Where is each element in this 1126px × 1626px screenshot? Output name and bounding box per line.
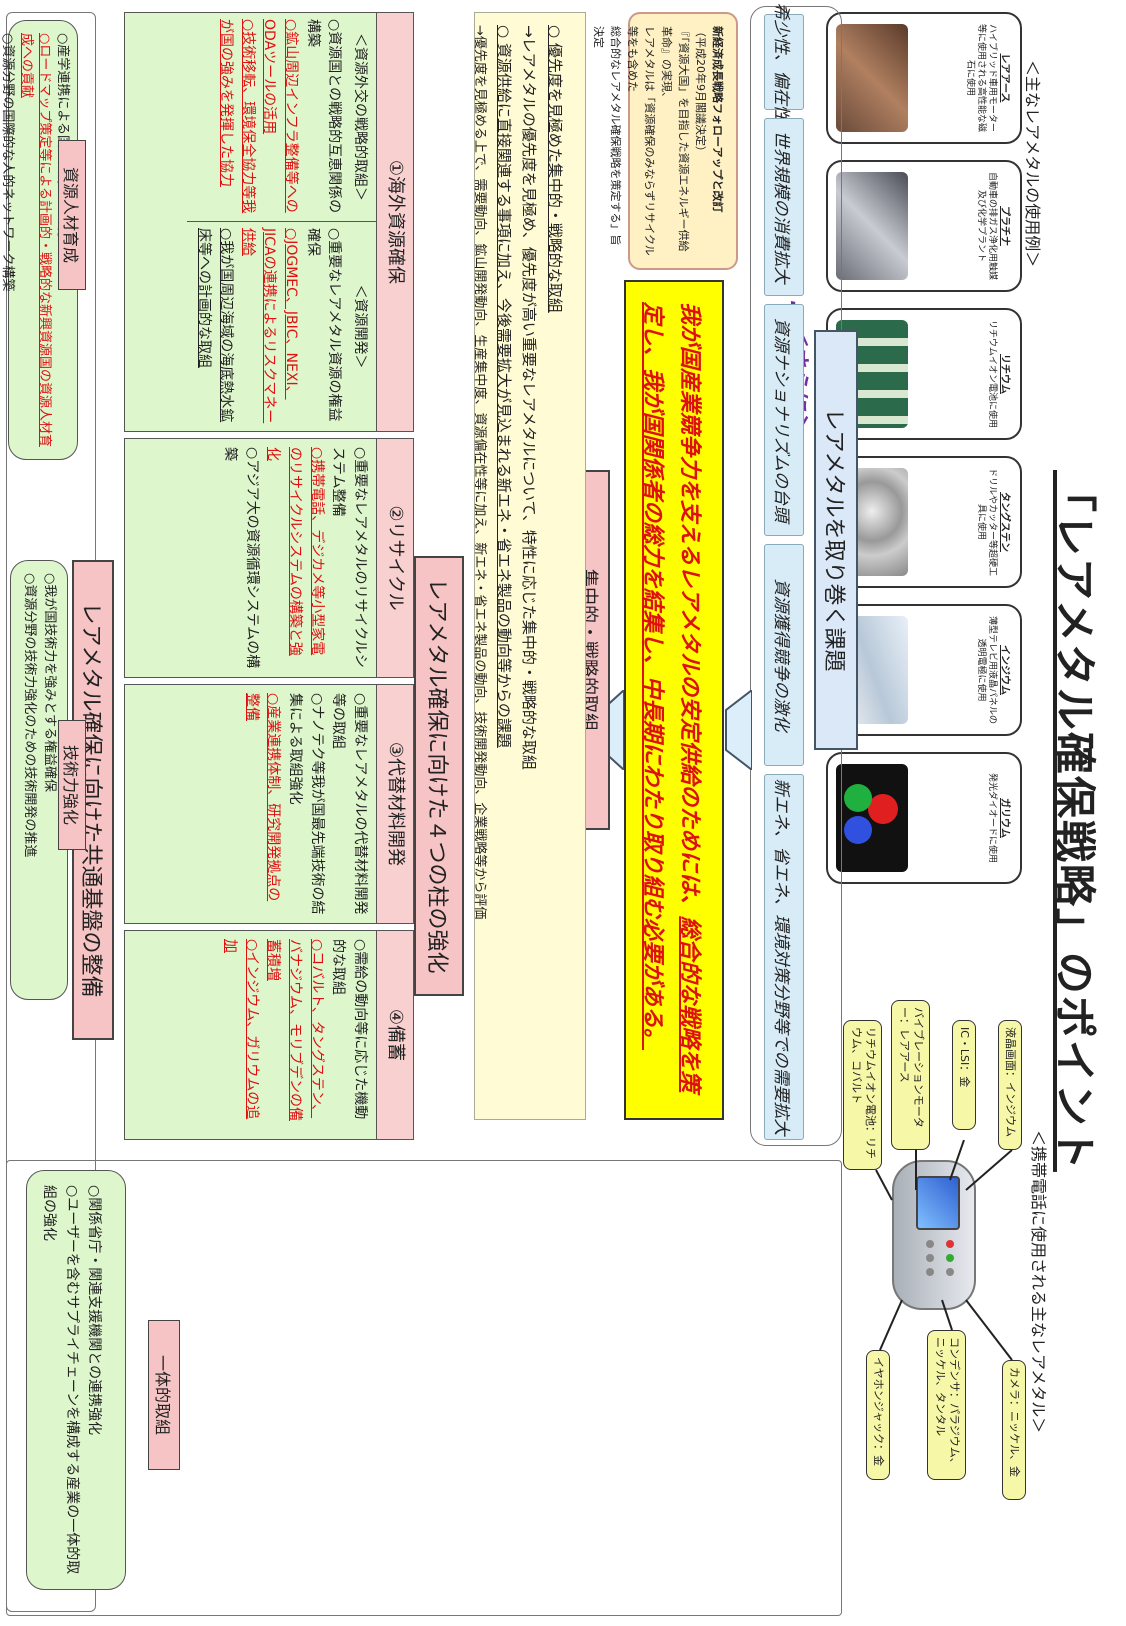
pillar-substitute: ③代替材料開発 ○重要なレアメタルの代替材料開発等の取組 ○ナノテク等我が国最先…: [124, 684, 414, 924]
pillar-item: ○重要なレアメタルのリサイクルシステム整備: [327, 447, 370, 669]
focus-line: ○ 優先度を見極めた集中的・戦略的な取組: [542, 25, 568, 1107]
challenge-pill: 資源ナショナリズムの台頭: [764, 304, 804, 536]
unified-frame: [6, 1160, 842, 1616]
pillar-title: ②リサイクル: [376, 439, 413, 677]
unified-box: ○関係省庁・関連支援機関との連携強化 ○ユーザーを含むサプライチェーンを構成する…: [26, 1170, 126, 1590]
policy-statement-box: 我が国産業競争力を支えるレアメタルの安定供給のためには、総合的な戦略を策定し、我…: [624, 280, 724, 1120]
metal-name: ガリウム: [999, 754, 1014, 882]
pillar-recycle: ②リサイクル ○重要なレアメタルのリサイクルシステム整備 ○携帯電話、デジカメ等…: [124, 438, 414, 678]
unified-item: ○ユーザーを含むサプライチェーンを構成する産業の一体的取組の強化: [38, 1185, 83, 1575]
hr-item: ○資源分野の国際的な人的ネットワーク構築: [0, 33, 16, 447]
growth-line: レアメタルは「資源確保のみならずリサイクル等をも含めた: [624, 26, 658, 256]
phone-tag: カメラ：ニッケル、金: [1002, 1360, 1026, 1500]
phone-tag: バイブレーションモーター：レアアース: [891, 1000, 930, 1150]
down-arrow: [722, 690, 752, 770]
policy-text: 我が国産業競争力を支えるレアメタルの安定供給のためには、: [677, 302, 702, 916]
challenge-pill: 世界規模の消費拡大: [764, 118, 804, 296]
pillar-col: ＜資源外交の戦略的取組＞ ○資源国との戦略的互恵関係の構築 ○鉱山周辺インフラ整…: [187, 13, 377, 222]
pillar-title: ④備蓄: [376, 931, 413, 1139]
phone-tag: IC・LSI：金: [952, 1020, 976, 1130]
challenge-pill: 資源獲得競争の激化: [764, 544, 804, 766]
growth-line: 総合的なレアメタル確保戦略を策定する」旨決定: [590, 26, 624, 256]
phone-tag: 液晶画面：インジウム: [998, 1020, 1022, 1150]
metal-name: タングステン: [999, 458, 1014, 586]
phone-caption: ＜携帯電話に使用される主なレアメタル＞: [1028, 1130, 1052, 1433]
hr-header: 資源人材育成: [58, 140, 86, 290]
growth-strategy-box: 新経済成長戦略フォローアップと改訂 （平成20年9月閣議決定） 『「資源大国」を…: [628, 12, 738, 270]
focus-line: ○ 資源供給に直接関連する事項に加え、今後需要拡大が見込まれる新エネ・省エネ製品…: [491, 25, 517, 1107]
pillar-item: ○需給の動向等に応じた機動的な取組: [327, 939, 370, 1131]
tech-item: ○我が国技術力を強みとする権益確保: [40, 573, 60, 987]
pillar-item: ○産業連携体制、研究開発拠点の整備: [240, 693, 283, 915]
growth-line: 新経済成長戦略フォローアップと改訂: [709, 26, 726, 256]
pillar-item: ○ナノテク等我が国最先端技術の結集による取組強化: [283, 693, 326, 915]
unified-header: 一体的取組: [148, 1320, 180, 1470]
challenges-header: レアメタルを取り巻く課題: [814, 330, 858, 750]
metal-desc: 自動車の排ガス浄化用触媒及び化学プラント: [973, 162, 999, 290]
examples-caption: ＜主なレアメタルの使用例＞: [1022, 60, 1046, 267]
metal-desc: 薄型テレビ用液晶パネルの透明電極に使用: [973, 606, 999, 734]
pillar-col: ＜資源開発＞ ○重要なレアメタル資源の権益確保 ○JOGMEC、JBIC、NEX…: [187, 222, 377, 431]
pillar-item: ○携帯電話、デジカメ等小型家電のリサイクルシステムの構築と強化: [262, 447, 327, 669]
pillar-col-title: ＜資源開発＞: [348, 228, 370, 425]
pillar-stockpile: ④備蓄 ○需給の動向等に応じた機動的な取組 ○コバルト、タングステン、バナジウム…: [124, 930, 414, 1140]
metal-tile: プラチナ 自動車の排ガス浄化用触媒及び化学プラント: [826, 160, 1022, 292]
unified-item: ○関係省庁・関連支援機関との連携強化: [83, 1185, 105, 1575]
pillar-item: ○資源国との戦略的互恵関係の構築: [301, 19, 344, 215]
metal-desc: 発光ダイオードに使用: [984, 754, 999, 882]
pillar-item: ○重要なレアメタルの代替材料開発等の取組: [327, 693, 370, 915]
challenge-pill: 新エネ、省エネ、環境対策分野等での需要拡大: [764, 774, 804, 1140]
challenge-pill: 希少性、偏在性: [764, 14, 804, 110]
metal-name: プラチナ: [999, 162, 1014, 290]
focus-box: ○ 優先度を見極めた集中的・戦略的な取組 →レアメタルの優先度を見極め、優先度が…: [474, 12, 586, 1120]
metal-name: インジウム: [999, 606, 1014, 734]
pillar-item: ○コバルト、タングステン、バナジウム、モリブデンの備蓄積増: [262, 939, 327, 1131]
focus-line: →優先度を見極める上で、需要動向、鉱山開発動向、生産集中度、資源偏在性等に加え、…: [468, 25, 490, 1107]
metal-image: [836, 24, 908, 132]
pillar-title: ①海外資源確保: [376, 13, 413, 431]
pillar-item: ○アジア大の資源循環システムの構築: [218, 447, 261, 669]
pillar-title: ③代替材料開発: [376, 685, 413, 923]
hr-item: ○ロードマップ策定等による計画的・戦略的な新興資源国の資源人材育成への貢献: [16, 33, 52, 447]
phone-connector-lines: [826, 1140, 1026, 1380]
pillar-item: ○重要なレアメタル資源の権益確保: [301, 228, 344, 425]
pillar-item: ○技術移転、環境保全協力等我が国の強みを発揮した協力: [214, 19, 257, 215]
focus-line: →レアメタルの優先度を見極め、優先度が高い重要なレアメタルについて、特性に応じた…: [516, 25, 542, 1107]
metal-desc: ドリルやカッター等超硬工具に使用: [973, 458, 999, 586]
metal-name: リチウム: [999, 310, 1014, 438]
metal-name: レアアース: [999, 14, 1014, 142]
tech-item: ○資源分野の技術力強化のための技術開発の推進: [20, 573, 40, 987]
pillar-item: ○鉱山周辺インフラ整備等へのODAツールの活用: [258, 19, 301, 215]
growth-line: （平成20年9月閣議決定）: [692, 26, 709, 256]
metal-desc: リチウムイオン電池に使用: [984, 310, 999, 438]
pillar-item: ○我が国周辺海域の海底熱水鉱床等への計画的な取組: [193, 228, 236, 425]
page-title: 「レアメタル確保戦略」のポイント: [1047, 470, 1108, 1172]
metal-desc: ハイブリッド車用モーター等に使用される高性能な磁石に使用: [963, 14, 999, 142]
growth-line: 『「資源大国」を目指した資源エネルギー供給革命』の実現、: [658, 26, 692, 256]
four-pillars-header: レアメタル確保に向けた４つの柱の強化: [414, 556, 464, 996]
pillar-col-title: ＜資源外交の戦略的取組＞: [348, 19, 370, 215]
metal-tile: ガリウム 発光ダイオードに使用: [826, 752, 1022, 884]
tech-header: 技術力強化: [58, 720, 86, 850]
pillar-item: ○JOGMEC、JBIC、NEXI、JICAの連携によるリスクマネー供給: [236, 228, 301, 425]
metal-image: [836, 764, 908, 872]
metal-tile: レアアース ハイブリッド車用モーター等に使用される高性能な磁石に使用: [826, 12, 1022, 144]
pillar-overseas: ①海外資源確保 ＜資源外交の戦略的取組＞ ○資源国との戦略的互恵関係の構築 ○鉱…: [124, 12, 414, 432]
pillar-item: ○インジウム、ガリウムの追加: [218, 939, 261, 1131]
metal-image: [836, 172, 908, 280]
